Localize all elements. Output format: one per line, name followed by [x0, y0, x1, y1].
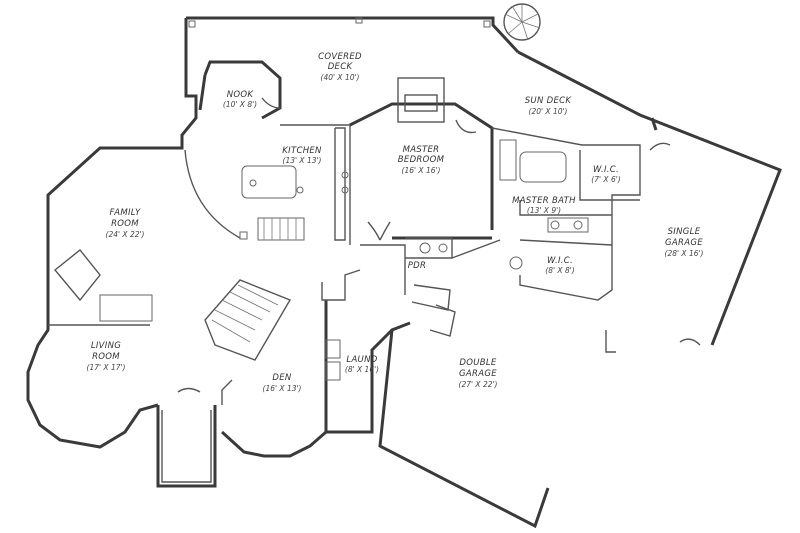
room-family-room: FAMILY ROOM (24' X 22'): [106, 208, 145, 239]
family-room-label-line2: ROOM: [111, 219, 139, 229]
wic-lower-label: W.I.C.: [547, 256, 573, 266]
den-dims: (16' X 13'): [263, 384, 302, 393]
family-room-dims: (24' X 22'): [106, 230, 145, 239]
room-den: DEN (16' X 13'): [263, 373, 302, 393]
living-room-label-line1: LIVING: [91, 341, 121, 351]
room-living-room: LIVING ROOM (17' X 17'): [87, 341, 126, 372]
room-nook: NOOK (10' X 8'): [223, 90, 257, 109]
laund-dims: (8' X 16'): [345, 365, 379, 374]
room-sun-deck: SUN DECK (20' X 10'): [525, 96, 573, 116]
kitchen-label: KITCHEN: [282, 146, 322, 156]
covered-deck-label-line1: COVERED: [318, 52, 362, 62]
room-master-bath: MASTER BATH (13' X 9'): [512, 196, 576, 215]
double-garage-label-line1: DOUBLE: [459, 358, 497, 368]
room-double-garage: DOUBLE GARAGE (27' X 22'): [459, 358, 498, 389]
living-room-dims: (17' X 17'): [87, 363, 126, 372]
room-kitchen: KITCHEN (13' X 13'): [282, 146, 322, 165]
room-wic-lower: W.I.C. (8' X 8'): [545, 256, 574, 275]
room-laund: LAUND (8' X 16'): [345, 355, 379, 374]
sun-deck-label: SUN DECK: [525, 96, 573, 106]
laund-label: LAUND: [346, 355, 377, 365]
exterior-walls: [26, 16, 782, 529]
covered-deck-label-line2: DECK: [328, 62, 354, 72]
room-covered-deck: COVERED DECK (40' X 10'): [318, 52, 362, 82]
master-bedroom-label-line2: BEDROOM: [398, 155, 445, 165]
single-garage-label-line1: SINGLE: [668, 227, 701, 237]
double-garage-label-line2: GARAGE: [459, 369, 497, 379]
kitchen-dims: (13' X 13'): [283, 156, 322, 165]
room-master-bedroom: MASTER BEDROOM (16' X 16'): [398, 145, 445, 175]
den-label: DEN: [272, 373, 292, 383]
pdr-label: PDR: [408, 261, 426, 271]
master-bath-label: MASTER BATH: [512, 196, 576, 206]
nook-dims: (10' X 8'): [223, 100, 257, 109]
sun-deck-dims: (20' X 10'): [529, 107, 568, 116]
wic-upper-label: W.I.C.: [593, 165, 619, 175]
wic-upper-dims: (7' X 6'): [591, 175, 620, 184]
single-garage-label-line2: GARAGE: [665, 238, 703, 248]
single-garage-dims: (28' X 16'): [665, 249, 704, 258]
room-pdr: PDR: [408, 261, 426, 271]
double-garage-dims: (27' X 22'): [459, 380, 498, 389]
master-bath-dims: (13' X 9'): [527, 206, 561, 215]
living-room-label-line2: ROOM: [92, 352, 120, 362]
master-bedroom-label-line1: MASTER: [403, 145, 440, 155]
covered-deck-dims: (40' X 10'): [321, 73, 360, 82]
room-labels: COVERED DECK (40' X 10') NOOK (10' X 8')…: [87, 52, 704, 393]
room-wic-upper: W.I.C. (7' X 6'): [591, 165, 620, 184]
wic-lower-dims: (8' X 8'): [545, 266, 574, 275]
master-bedroom-dims: (16' X 16'): [402, 166, 441, 175]
room-single-garage: SINGLE GARAGE (28' X 16'): [665, 227, 704, 258]
nook-label: NOOK: [227, 90, 255, 100]
interior-walls: [48, 3, 701, 405]
family-room-label-line1: FAMILY: [110, 208, 141, 218]
